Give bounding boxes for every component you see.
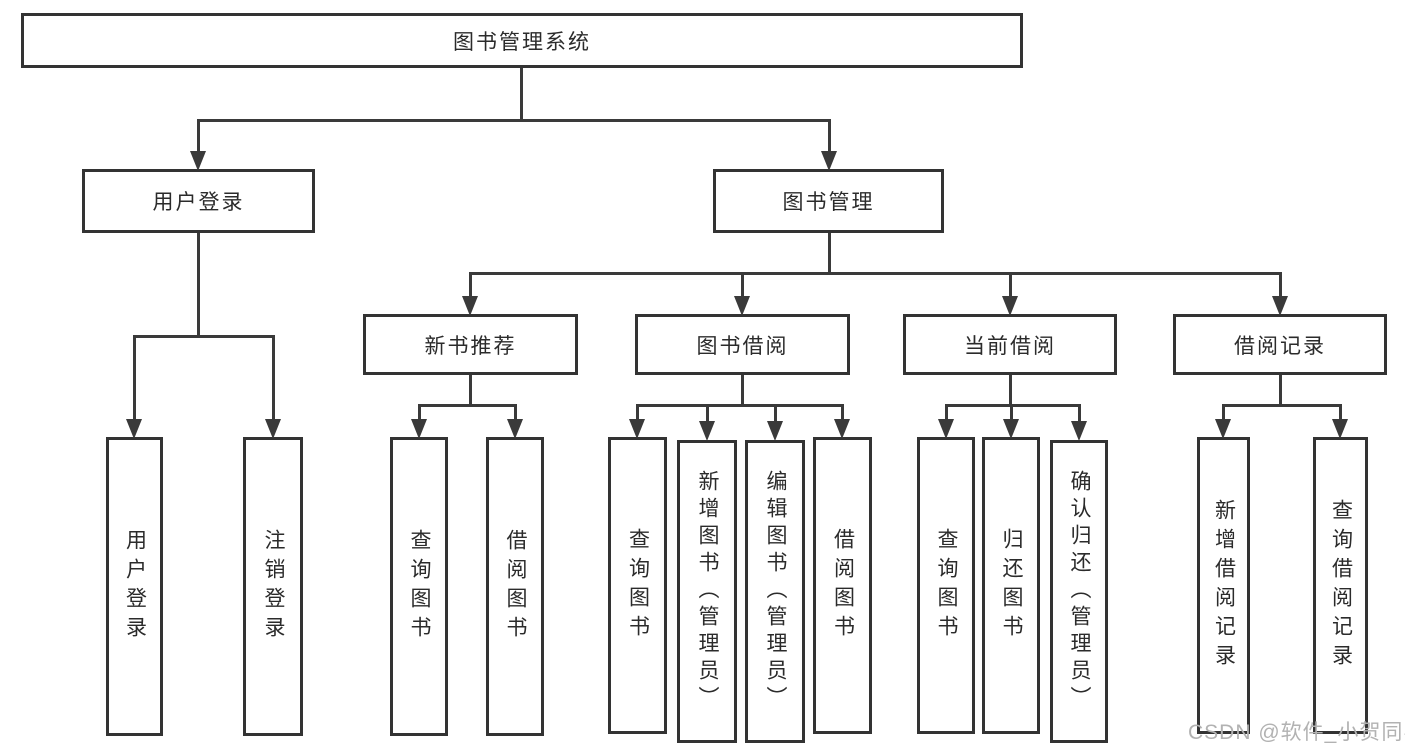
node-borrowing-records-label: 借阅记录 — [1234, 334, 1326, 358]
node-current-borrowing: 当前借阅 — [903, 314, 1117, 375]
node-new-book-recommend: 新书推荐 — [363, 314, 578, 375]
connector-borrow-records-stem — [1279, 375, 1282, 406]
leaf-br-query-record: 查询借阅记录 — [1313, 437, 1368, 734]
arrowhead-borrow-records — [1272, 296, 1288, 316]
node-user-login-label: 用户登录 — [152, 191, 245, 214]
leaf-br-query-record-label: 查询借阅记录 — [1329, 498, 1353, 673]
leaf-cb-query-books: 查询图书 — [917, 437, 975, 734]
connector-current-borrow-stem — [1009, 375, 1012, 406]
arrowhead-book-borrow — [734, 296, 750, 316]
leaf-nb-borrow-books: 借阅图书 — [486, 437, 544, 736]
arrowhead-br-add — [1215, 419, 1231, 439]
arrowhead-login-leaf — [126, 419, 142, 439]
arrowhead-nb-borrow — [507, 419, 523, 439]
connector-bb-edit-drop — [774, 404, 777, 429]
arrowhead-br-query — [1332, 419, 1348, 439]
leaf-logout: 注销登录 — [243, 437, 303, 736]
arrowhead-cb-query — [938, 419, 954, 439]
arrowhead-current-borrow — [1002, 296, 1018, 316]
leaf-bb-borrow-books-label: 借阅图书 — [831, 527, 855, 644]
connector-logout-leaf-drop — [272, 335, 275, 430]
connector-user-login-stem — [197, 233, 200, 337]
leaf-cb-confirm-return-admin: 确认归还（管理员） — [1050, 440, 1108, 743]
connector-user-login-drop — [197, 119, 200, 155]
arrowhead-logout-leaf — [265, 419, 281, 439]
connector-br-add-drop — [1222, 404, 1225, 429]
leaf-bb-edit-books-admin-label: 编辑图书（管理员） — [764, 470, 787, 713]
node-new-book-recommend-label: 新书推荐 — [424, 334, 517, 358]
node-borrowing-records: 借阅记录 — [1173, 314, 1387, 375]
node-book-management-label: 图书管理 — [782, 191, 875, 214]
connector-new-book-drop — [469, 272, 472, 302]
arrowhead-bb-edit — [767, 421, 783, 441]
node-current-borrowing-label: 当前借阅 — [964, 334, 1056, 358]
connector-bb-add-drop — [706, 404, 709, 429]
node-book-management: 图书管理 — [713, 169, 944, 233]
connector-book-borrow-drop — [741, 272, 744, 302]
node-book-borrowing-label: 图书借阅 — [696, 334, 789, 358]
connector-cb-return-drop — [1010, 404, 1013, 429]
arrowhead-new-book — [462, 296, 478, 316]
leaf-bb-edit-books-admin: 编辑图书（管理员） — [745, 440, 805, 743]
leaf-br-add-record: 新增借阅记录 — [1197, 437, 1250, 734]
arrowhead-nb-query — [411, 419, 427, 439]
connector-bb-borrow-drop — [841, 404, 844, 429]
connector-br-query-drop — [1339, 404, 1342, 429]
arrowhead-cb-confirm — [1071, 421, 1087, 441]
connector-book-mgmt-stem — [828, 233, 831, 274]
connector-login-leaf-drop — [133, 335, 136, 430]
leaf-nb-query-books: 查询图书 — [390, 437, 448, 736]
connector-user-login-split — [133, 335, 274, 338]
connector-cb-query-drop — [945, 404, 948, 429]
leaf-cb-confirm-return-admin-label: 确认归还（管理员） — [1068, 470, 1091, 713]
connector-borrow-records-drop — [1279, 272, 1282, 302]
connector-book-mgmt-drop — [828, 119, 831, 155]
leaf-cb-query-books-label: 查询图书 — [935, 527, 958, 644]
csdn-watermark: CSDN @软件_小贺同学 — [1188, 721, 1405, 744]
leaf-bb-add-books-admin-label: 新增图书（管理员） — [696, 470, 719, 713]
connector-book-borrow-split — [636, 404, 843, 407]
leaf-nb-query-books-label: 查询图书 — [408, 528, 431, 645]
connector-root-split — [197, 119, 830, 122]
connector-new-book-stem — [469, 375, 472, 406]
node-book-borrowing: 图书借阅 — [635, 314, 850, 375]
connector-nb-borrow-drop — [514, 404, 517, 429]
arrowhead-cb-return — [1003, 419, 1019, 439]
leaf-user-login-label: 用户登录 — [123, 528, 147, 645]
connector-cb-confirm-drop — [1078, 404, 1081, 429]
leaf-bb-add-books-admin: 新增图书（管理员） — [677, 440, 737, 743]
arrowhead-user-login — [190, 151, 206, 171]
arrowhead-bb-add — [699, 421, 715, 441]
node-root-label: 图书管理系统 — [453, 30, 591, 54]
connector-root-stem — [520, 68, 523, 121]
connector-borrow-records-split — [1222, 404, 1341, 407]
leaf-bb-query-books-label: 查询图书 — [626, 527, 650, 644]
connector-current-borrow-drop — [1009, 272, 1012, 302]
arrowhead-bb-query — [629, 419, 645, 439]
leaf-cb-return-books: 归还图书 — [982, 437, 1040, 734]
leaf-nb-borrow-books-label: 借阅图书 — [504, 528, 527, 645]
arrowhead-bb-borrow — [834, 419, 850, 439]
leaf-bb-query-books: 查询图书 — [608, 437, 667, 734]
leaf-user-login: 用户登录 — [106, 437, 163, 736]
leaf-cb-return-books-label: 归还图书 — [1000, 527, 1023, 644]
leaf-logout-label: 注销登录 — [262, 528, 285, 645]
connector-bb-query-drop — [636, 404, 639, 429]
node-user-login: 用户登录 — [82, 169, 315, 233]
node-root-library-system: 图书管理系统 — [21, 13, 1023, 68]
leaf-bb-borrow-books: 借阅图书 — [813, 437, 872, 734]
connector-book-borrow-stem — [741, 375, 744, 406]
connector-book-mgmt-split — [469, 272, 1282, 275]
connector-nb-query-drop — [418, 404, 421, 429]
connector-new-book-split — [418, 404, 516, 407]
arrowhead-book-mgmt — [821, 151, 837, 171]
leaf-br-add-record-label: 新增借阅记录 — [1212, 498, 1236, 673]
